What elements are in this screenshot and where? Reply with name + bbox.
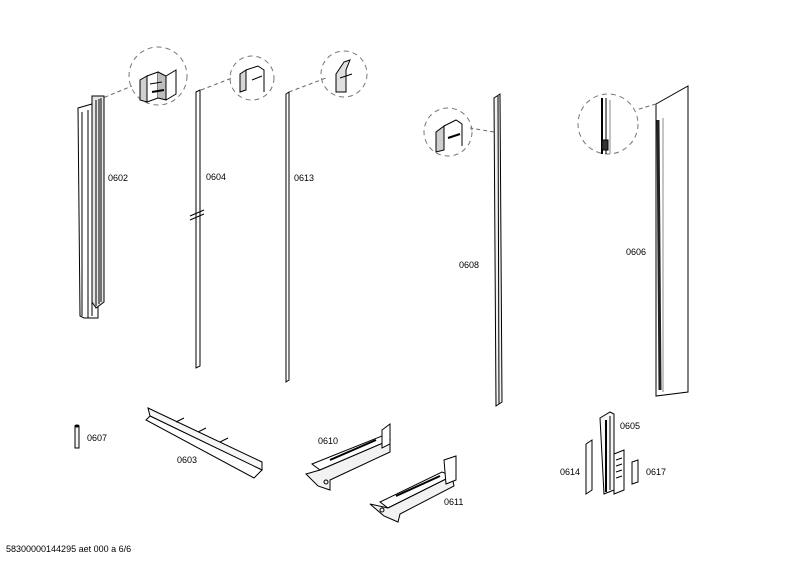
- label-0602: 0602: [108, 173, 129, 183]
- part-0604-strip: [190, 90, 204, 368]
- part-0611-bracket: [370, 456, 456, 522]
- part-0613-strip: [286, 92, 289, 382]
- part-0606-panel: [656, 86, 688, 396]
- detail-callout-0604: [201, 56, 274, 100]
- label-0603: 0603: [177, 455, 198, 465]
- part-0605-guide: [600, 412, 614, 494]
- label-0606: 0606: [626, 247, 647, 257]
- label-0614: 0614: [560, 467, 581, 477]
- detail-callout-0602: [98, 47, 187, 105]
- part-0607-pin: [75, 425, 79, 448]
- document-id: 58300000144295 aet 000 a 6/6: [6, 544, 132, 554]
- part-0603-bar: [146, 408, 262, 478]
- label-0617: 0617: [646, 467, 667, 477]
- label-0605: 0605: [620, 421, 641, 431]
- label-0610: 0610: [318, 436, 339, 446]
- part-0602-profile: [78, 96, 104, 318]
- label-0608: 0608: [459, 260, 480, 270]
- label-0604: 0604: [206, 172, 227, 182]
- part-0608-profile: [494, 94, 502, 406]
- label-0613: 0613: [294, 173, 315, 183]
- part-0614-insert: [586, 440, 592, 494]
- label-0611: 0611: [444, 497, 464, 507]
- detail-callout-0608: [424, 108, 494, 156]
- part-0617-insert: [632, 460, 638, 484]
- label-0607: 0607: [87, 433, 108, 443]
- detail-callout-0606: [578, 94, 656, 154]
- part-0610-bracket: [306, 424, 390, 490]
- detail-callout-0613: [289, 51, 367, 97]
- part-0605-comb: [614, 450, 624, 494]
